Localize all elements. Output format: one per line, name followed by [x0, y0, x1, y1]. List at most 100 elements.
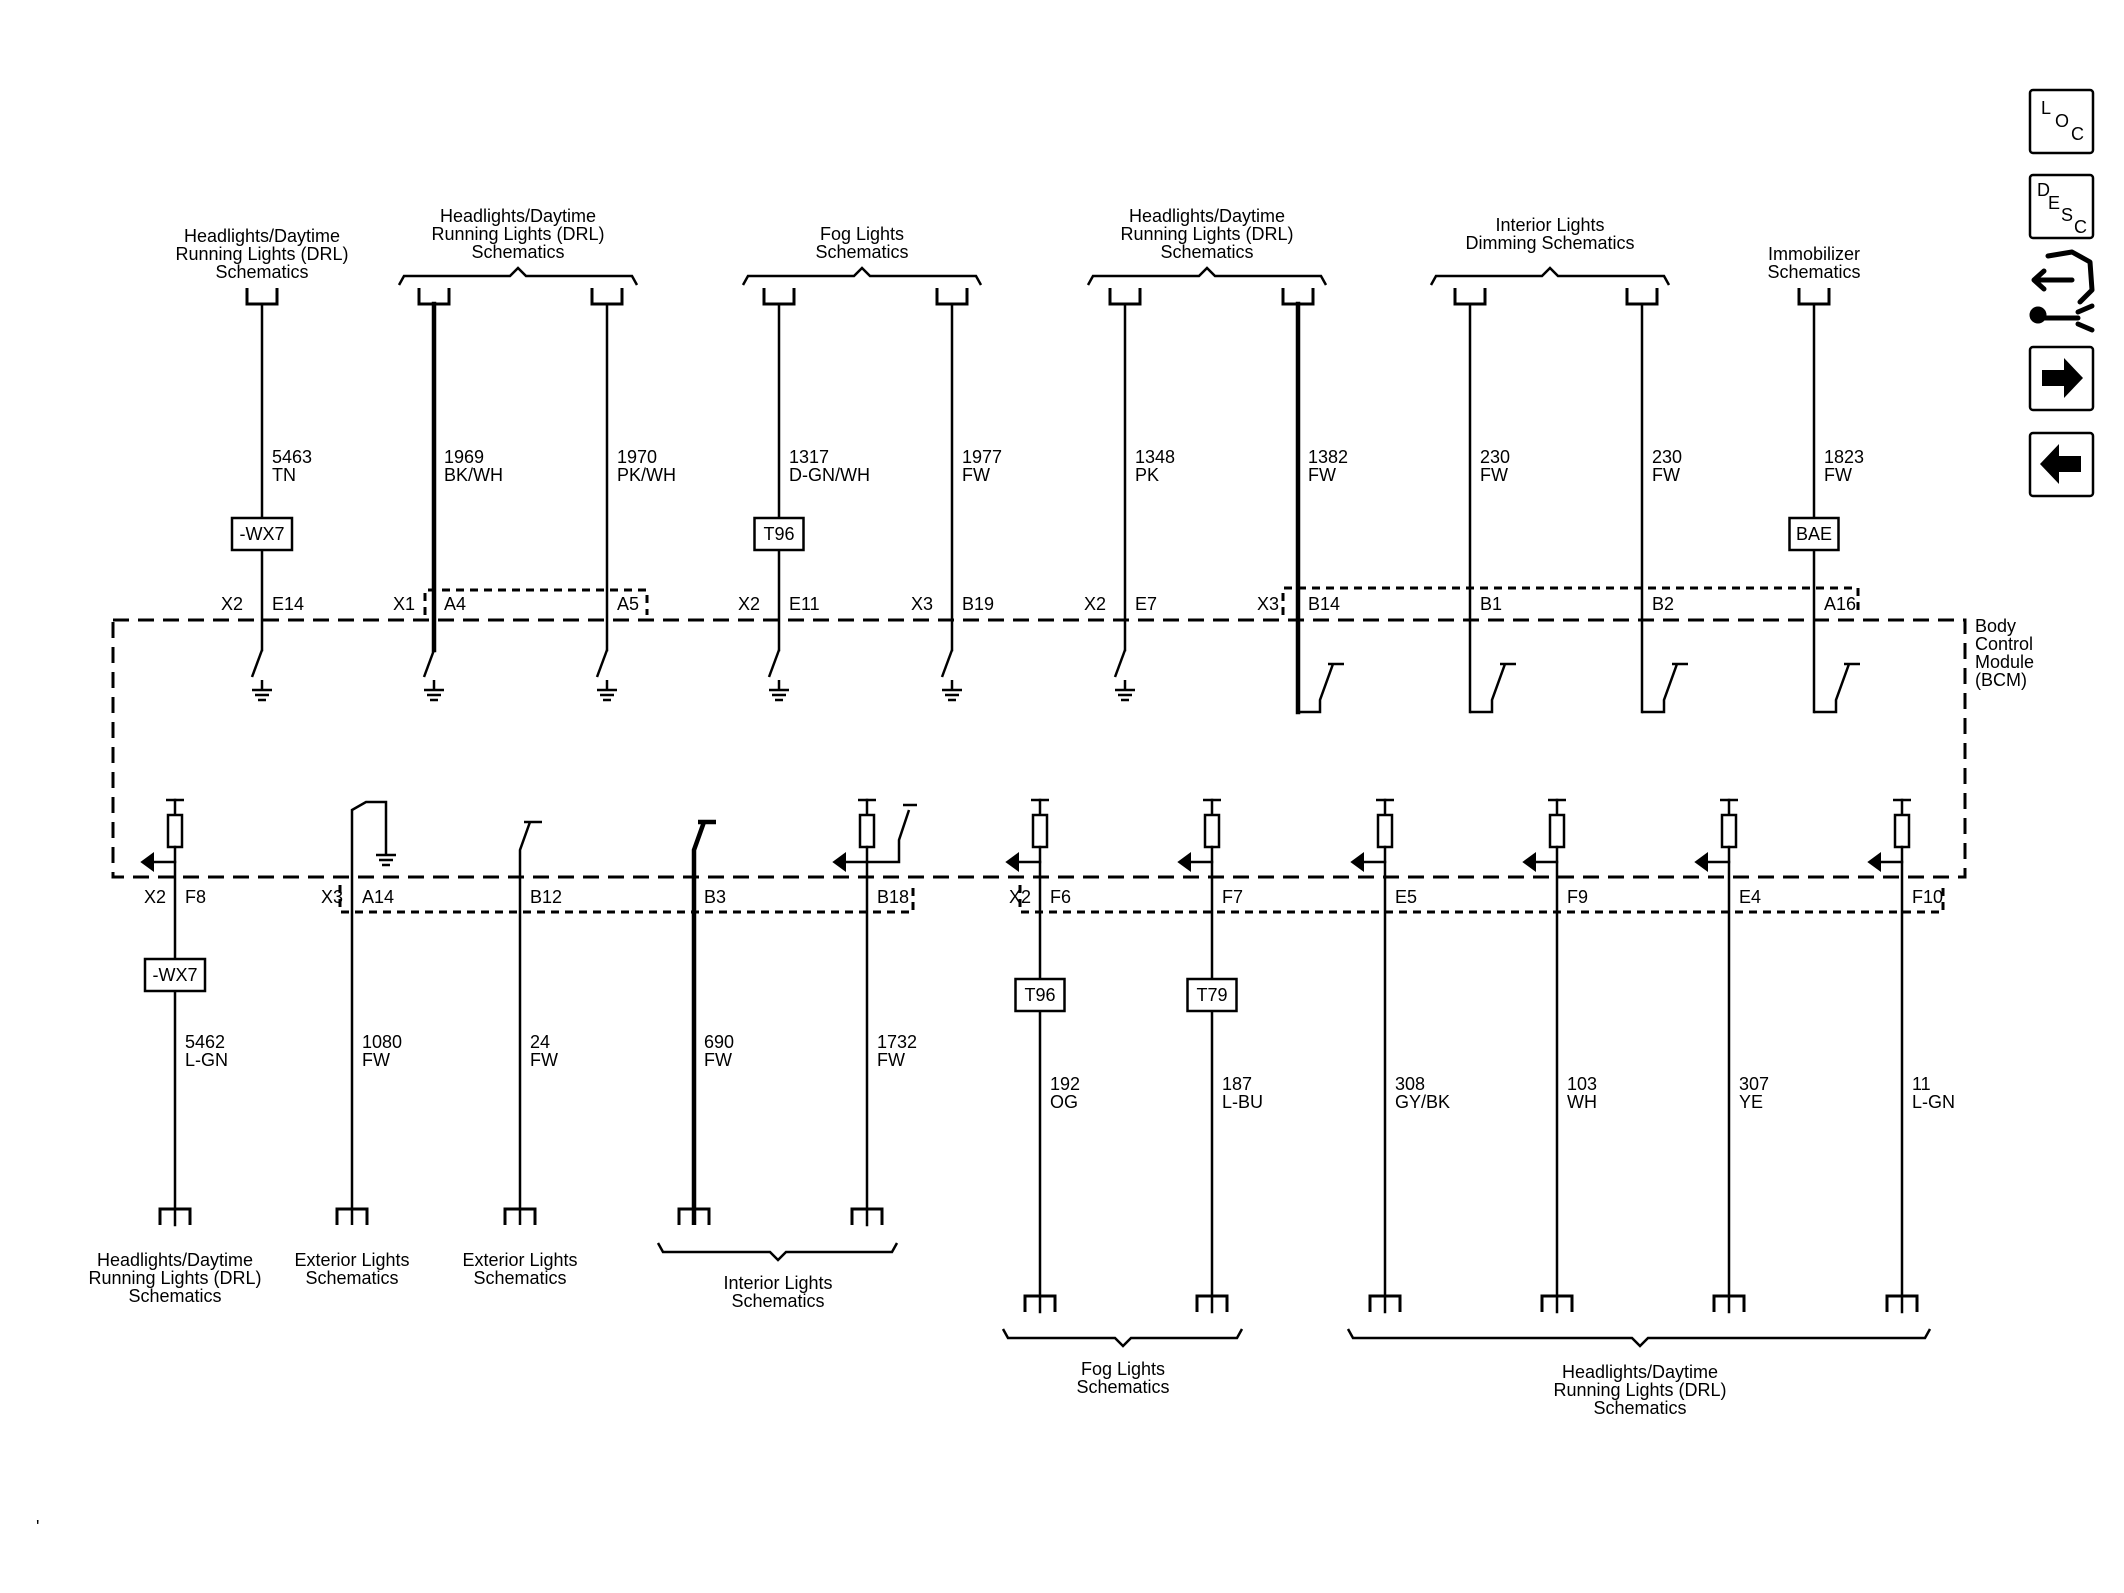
desc-button[interactable]: D E S C	[2028, 173, 2095, 240]
top-dest-3-line-1: Schematics	[815, 242, 908, 262]
bottom-dest-5-line-1: Schematics	[1076, 1377, 1169, 1397]
bottom-driver-arrow-0	[140, 852, 154, 872]
bottom-dest-2-line-0: Exterior Lights	[462, 1250, 577, 1270]
top-wire-color-3: D-GN/WH	[789, 465, 870, 485]
bottom-pin-6: F7	[1222, 887, 1243, 907]
top-pin-0: E14	[272, 594, 304, 614]
top-pin-9: A16	[1824, 594, 1856, 614]
bottom-pin-9: E4	[1739, 887, 1761, 907]
loc-button[interactable]: L O C	[2028, 88, 2095, 155]
top-connector-3	[762, 288, 796, 306]
bottom-option-0-box	[143, 957, 207, 993]
desc-letter-s: S	[2061, 205, 2073, 225]
desc-letter-c: C	[2074, 217, 2087, 237]
bottom-connector-label-0: X2	[144, 887, 166, 907]
bottom-dest-0-line-1: Running Lights (DRL)	[88, 1268, 261, 1288]
bottom-wire-color-0: L-GN	[185, 1050, 228, 1070]
bottom-dest-brackets	[656, 1242, 1932, 1348]
top-wire-color-7: FW	[1480, 465, 1508, 485]
bottom-option-0: -WX7	[153, 965, 198, 985]
top-dest-9-line-0: Immobilizer	[1768, 244, 1860, 264]
bottom-circuit-number-9: 307	[1739, 1074, 1769, 1094]
top-circuit-number-7: 230	[1480, 447, 1510, 467]
top-connector-6	[1281, 288, 1315, 306]
bottom-circuit-number-8: 103	[1567, 1074, 1597, 1094]
top-switch-7	[1470, 662, 1516, 714]
top-wire-color-1: BK/WH	[444, 465, 503, 485]
top-ground-2	[597, 680, 617, 702]
previous-page-button[interactable]	[2028, 431, 2095, 498]
top-connector-label-0: X2	[221, 594, 243, 614]
top-ground-4	[942, 680, 962, 702]
next-page-button[interactable]	[2028, 345, 2095, 412]
top-connector-4	[935, 288, 969, 306]
top-pin-8: B2	[1652, 594, 1674, 614]
top-connector-7	[1453, 288, 1487, 306]
bottom-dest-5-line-0: Fog Lights	[1081, 1359, 1165, 1379]
bottom-wire-color-9: YE	[1739, 1092, 1763, 1112]
top-connector-label-3: X2	[738, 594, 760, 614]
top-circuit-number-2: 1970	[617, 447, 657, 467]
bottom-driver-arrow-8	[1522, 852, 1536, 872]
top-circuit-number-6: 1382	[1308, 447, 1348, 467]
bottom-wire-color-2: FW	[530, 1050, 558, 1070]
bottom-driver-arrow-5	[1005, 852, 1019, 872]
top-dest-1-line-0: Headlights/Daytime	[440, 206, 596, 226]
top-switch-5	[1113, 649, 1127, 678]
corner-mark: '	[36, 1517, 39, 1537]
bottom-driver-resistor-6	[1203, 813, 1221, 849]
top-wire-color-8: FW	[1652, 465, 1680, 485]
top-connector-1	[417, 288, 451, 306]
top-connector-label-5: X2	[1084, 594, 1106, 614]
top-switch-9	[1814, 662, 1860, 714]
bottom-circuit-number-5: 192	[1050, 1074, 1080, 1094]
top-dest-brackets	[397, 266, 1671, 286]
top-switch-2	[595, 649, 609, 678]
bottom-dest-1-line-0: Exterior Lights	[294, 1250, 409, 1270]
bottom-driver-resistor-4	[858, 813, 876, 849]
bottom-wire-color-5: OG	[1050, 1092, 1078, 1112]
bottom-connector-9	[1712, 1294, 1746, 1312]
top-wire-color-0: TN	[272, 465, 296, 485]
bottom-dest-1-line-1: Schematics	[305, 1268, 398, 1288]
bottom-wire-color-3: FW	[704, 1050, 732, 1070]
bottom-circuit-number-6: 187	[1222, 1074, 1252, 1094]
desc-letter-e: E	[2048, 193, 2060, 213]
bottom-driver-arrow-6	[1177, 852, 1191, 872]
connector-x2-bottom-footer	[1018, 885, 1945, 914]
bottom-wire-color-7: GY/BK	[1395, 1092, 1450, 1112]
top-switch-3	[767, 649, 781, 678]
bottom-connector-4	[850, 1207, 884, 1225]
bottom-dest-3-line-1: Schematics	[731, 1291, 824, 1311]
top-option-3-box	[753, 516, 805, 552]
bottom-pin-3: B3	[704, 887, 726, 907]
top-ground-5	[1115, 680, 1135, 702]
top-dest-5-line-1: Running Lights (DRL)	[1120, 224, 1293, 244]
bottom-driver-resistor-7	[1376, 813, 1394, 849]
top-circuit-number-0: 5463	[272, 447, 312, 467]
bottom-pin-1: A14	[362, 887, 394, 907]
top-pin-5: E7	[1135, 594, 1157, 614]
top-connector-5	[1108, 288, 1142, 306]
bottom-dest-7-line-2: Schematics	[1593, 1398, 1686, 1418]
connector-tool-button[interactable]	[2029, 249, 2095, 333]
bottom-driver-arrow-4	[832, 852, 846, 872]
wires-layer	[140, 288, 1919, 1314]
top-ground-3	[769, 680, 789, 702]
bottom-driver-resistor-9	[1720, 813, 1738, 849]
bottom-option-6: T79	[1196, 985, 1227, 1005]
top-option-9-box	[1788, 516, 1840, 552]
bottom-ground-switch-1	[350, 800, 388, 1225]
bottom-switch-2	[518, 820, 542, 1225]
top-circuit-number-3: 1317	[789, 447, 829, 467]
top-switch-6	[1298, 662, 1344, 714]
top-connector-label-1: X1	[393, 594, 415, 614]
bottom-dest-7-line-0: Headlights/Daytime	[1562, 1362, 1718, 1382]
bottom-driver-arrow-9	[1694, 852, 1708, 872]
arrow-left-icon	[2040, 444, 2081, 484]
bottom-connector-2	[503, 1207, 537, 1225]
connector-x3-bottom-footer	[338, 885, 915, 914]
bottom-connector-6	[1195, 1294, 1229, 1312]
bottom-dest-0-line-2: Schematics	[128, 1286, 221, 1306]
